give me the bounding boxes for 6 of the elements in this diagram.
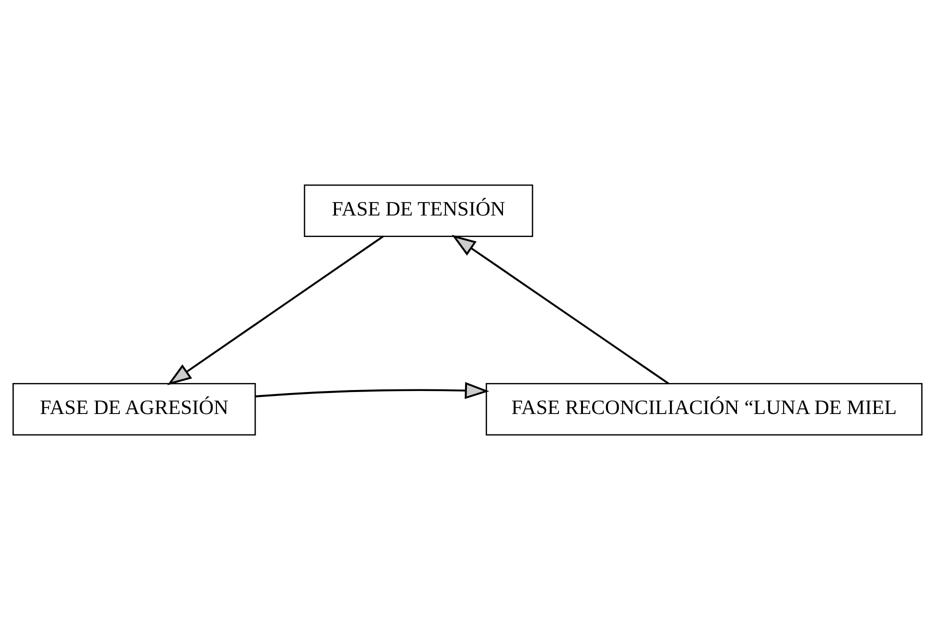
node-box: FASE DE AGRESIÓN: [12, 383, 256, 436]
node-box: FASE RECONCILIACIÓN “LUNA DE MIEL: [486, 383, 922, 436]
arrow: [167, 236, 384, 386]
arrow: [255, 382, 490, 400]
node-box: FASE DE TENSIÓN: [304, 184, 534, 237]
arrow: [452, 234, 670, 384]
